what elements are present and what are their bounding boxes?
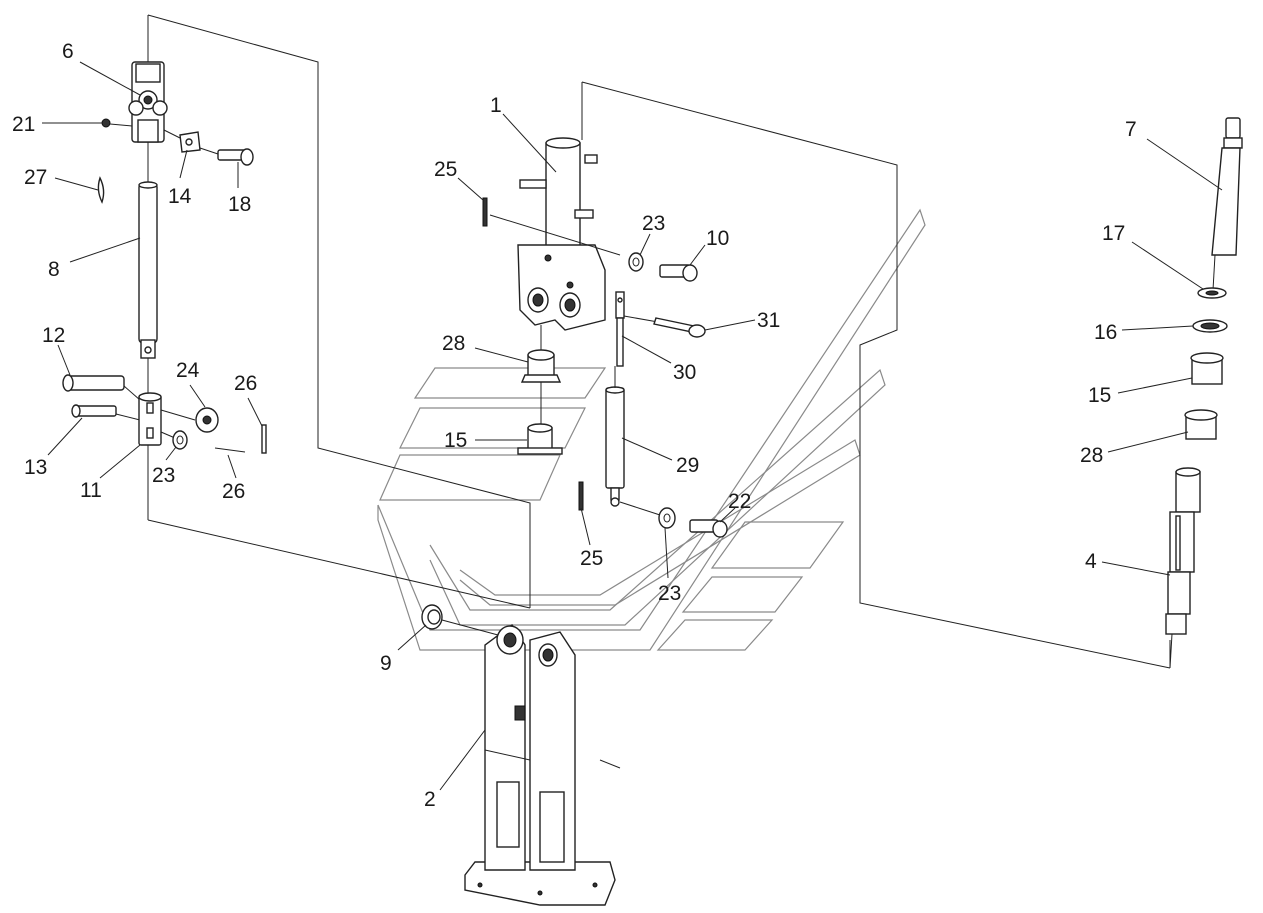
callout-13: 13 — [24, 456, 47, 479]
cotter-pin-26a — [261, 424, 267, 454]
callout-22: 22 — [728, 490, 751, 513]
pin-31 — [623, 315, 706, 338]
pin-22 — [689, 519, 728, 538]
callout-1: 1 — [490, 94, 502, 117]
callout-16: 16 — [1094, 321, 1117, 344]
bushing-15-right — [1190, 352, 1224, 385]
callout-31: 31 — [757, 309, 780, 332]
callout-7: 7 — [1125, 118, 1137, 141]
callout-11: 11 — [80, 479, 102, 502]
bushing-28-right — [1184, 409, 1218, 440]
callout-25-bottom: 25 — [580, 547, 603, 570]
callout-14: 14 — [168, 185, 192, 208]
shaft-8 — [138, 181, 158, 395]
callout-28-right: 28 — [1080, 444, 1103, 467]
washer-23-top — [628, 252, 644, 272]
pin-18 — [199, 147, 254, 166]
callout-15-center: 15 — [444, 429, 467, 452]
callout-29: 29 — [676, 454, 699, 477]
callout-10: 10 — [706, 227, 729, 250]
callout-24: 24 — [176, 359, 200, 382]
callout-17: 17 — [1102, 222, 1125, 245]
callout-23-bottom: 23 — [658, 582, 681, 605]
callout-30: 30 — [673, 361, 696, 384]
nut-9 — [421, 604, 499, 636]
callout-15-right: 15 — [1088, 384, 1111, 407]
nut-21 — [101, 118, 111, 128]
callout-25-top: 25 — [434, 158, 457, 181]
bushing-16 — [1192, 319, 1228, 333]
washer-24 — [195, 407, 219, 433]
callout-labels: 6 21 27 14 18 8 12 24 26 13 11 23 26 1 2… — [12, 40, 1137, 811]
callout-8: 8 — [48, 258, 60, 281]
plate-14 — [163, 129, 201, 153]
callout-28-center: 28 — [442, 332, 465, 355]
callout-9: 9 — [380, 652, 392, 675]
bushing-15-center — [517, 423, 563, 455]
callout-6: 6 — [62, 40, 74, 63]
washer-17 — [1197, 287, 1227, 299]
pin-12 — [62, 374, 141, 401]
key-27 — [97, 176, 105, 204]
pin-13 — [71, 404, 141, 421]
rod-30 — [615, 291, 625, 367]
callout-4: 4 — [1085, 550, 1097, 573]
shaft-4 — [1165, 467, 1201, 669]
column-bracket-1 — [489, 137, 621, 331]
assembly-frames — [147, 14, 1171, 769]
callout-26-bottom: 26 — [222, 480, 245, 503]
leader-lines — [42, 61, 1223, 791]
bushing-28-center — [520, 349, 562, 383]
pin-10 — [659, 264, 698, 282]
callout-26-top: 26 — [234, 372, 257, 395]
callout-2: 2 — [424, 788, 436, 811]
cotter-pin-25-top — [482, 197, 488, 227]
callout-27: 27 — [24, 166, 47, 189]
shaft-7 — [1211, 117, 1243, 291]
cotter-pin-25-bottom — [578, 481, 584, 511]
stand-2 — [464, 623, 616, 906]
callout-12: 12 — [42, 324, 65, 347]
washer-23-left — [172, 430, 188, 450]
cotter-pin-26b — [214, 447, 246, 453]
callout-18: 18 — [228, 193, 251, 216]
callout-23-top: 23 — [642, 212, 665, 235]
universal-joint-6 — [128, 61, 168, 180]
callout-21: 21 — [12, 113, 35, 136]
gas-spring-29 — [605, 366, 661, 516]
callout-23-left: 23 — [152, 464, 175, 487]
washer-23-bottom — [658, 507, 676, 529]
